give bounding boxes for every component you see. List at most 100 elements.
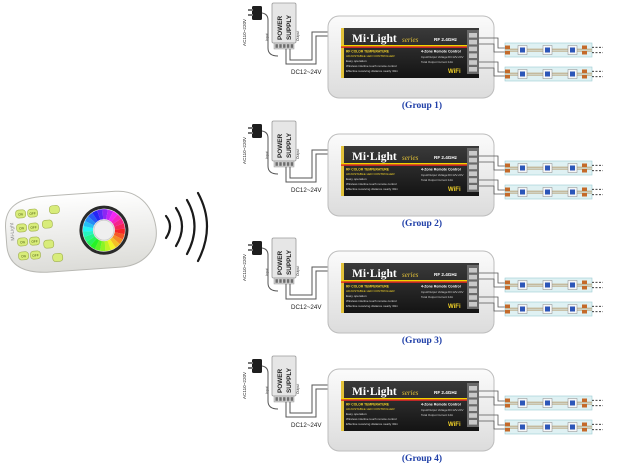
led-strip bbox=[504, 184, 603, 200]
output-wire bbox=[479, 272, 510, 284]
ac-plug-icon bbox=[248, 359, 279, 410]
controller-line-5: Effective receiving distance nearly 30m bbox=[346, 304, 398, 308]
color-wheel-segment[interactable] bbox=[105, 209, 114, 221]
strip-connector bbox=[505, 286, 510, 290]
color-wheel-segment[interactable] bbox=[99, 240, 106, 252]
led-strip bbox=[504, 42, 603, 58]
color-wheel-segment[interactable] bbox=[114, 228, 126, 235]
output-wire bbox=[479, 179, 510, 191]
controller-spec-1: Input/Output Voltage:DC12V-24V bbox=[421, 290, 463, 294]
color-wheel-segment[interactable] bbox=[112, 234, 123, 244]
strip-connector bbox=[582, 69, 587, 73]
strip-connector bbox=[505, 163, 510, 167]
controller-line-3: Easy operation bbox=[346, 294, 367, 298]
rf-arc-3 bbox=[185, 198, 196, 256]
controller-rf-band: RF 2.4GHz bbox=[434, 37, 458, 42]
remote-mode-button[interactable] bbox=[52, 253, 64, 262]
strip-connector bbox=[505, 187, 510, 191]
controller-line-3: Easy operation bbox=[346, 177, 367, 181]
ac-voltage-label: AC110~220V bbox=[242, 136, 247, 164]
controller-brand: Mi·Light bbox=[352, 268, 397, 280]
color-wheel-segment[interactable] bbox=[113, 218, 124, 227]
psu-label-power: POWER bbox=[277, 133, 284, 158]
color-wheel-segment[interactable] bbox=[88, 212, 98, 223]
controller-line-5: Effective receiving distance nearly 30m bbox=[346, 187, 398, 191]
controller-rf-band: RF 2.4GHz bbox=[434, 390, 458, 395]
remote-zone-button[interactable] bbox=[28, 222, 39, 232]
color-wheel-segment[interactable] bbox=[90, 238, 100, 250]
color-wheel-segment[interactable] bbox=[82, 230, 94, 238]
psu-label-supply: SUPPLY bbox=[286, 14, 293, 40]
strip-connector bbox=[505, 280, 510, 284]
controller-label-panel bbox=[341, 263, 479, 313]
remote-zone-button[interactable] bbox=[30, 250, 41, 260]
strip-connector bbox=[582, 428, 587, 432]
remote-zone-button[interactable] bbox=[15, 209, 26, 219]
output-wire bbox=[479, 61, 510, 73]
remote-zone-button[interactable] bbox=[16, 223, 27, 233]
psu-output-label: Output bbox=[296, 384, 300, 394]
controller-zone-label: 4-Zone Remote Control bbox=[421, 168, 461, 172]
strip-connector bbox=[582, 404, 587, 408]
color-wheel-segment[interactable] bbox=[84, 233, 95, 242]
strip-connector bbox=[505, 310, 510, 314]
controller-line-2: ADJUSTABLE LED CONTROLLER bbox=[346, 407, 395, 411]
color-wheel-segment[interactable] bbox=[114, 223, 125, 230]
color-wheel-segment[interactable] bbox=[104, 240, 111, 252]
controller-series: series bbox=[402, 36, 419, 44]
color-wheel-segment[interactable] bbox=[94, 240, 102, 251]
color-wheel-segment[interactable] bbox=[110, 237, 120, 248]
controller-wifi-label: WiFi bbox=[448, 304, 461, 310]
psu-input-label: Input bbox=[265, 268, 269, 276]
psu-input-label: Input bbox=[265, 386, 269, 394]
controller-zone-label: 4-Zone Remote Control bbox=[421, 285, 461, 289]
color-wheel-segment[interactable] bbox=[82, 226, 94, 232]
dc-voltage-label: DC12~24V bbox=[291, 304, 322, 311]
led-strip bbox=[504, 419, 603, 435]
strip-connector bbox=[582, 187, 587, 191]
led-strip bbox=[504, 395, 603, 411]
remote-mode-button[interactable] bbox=[42, 219, 53, 229]
remote-zone-button[interactable] bbox=[29, 236, 40, 246]
controller-line-1: RF COLOR TEMPERATURE bbox=[346, 50, 390, 54]
remote-zone-button[interactable] bbox=[18, 251, 29, 261]
dc-wire bbox=[289, 384, 330, 414]
color-wheel-segment[interactable] bbox=[85, 216, 96, 226]
color-wheel-segment[interactable] bbox=[108, 211, 118, 222]
remote-zone-button[interactable] bbox=[17, 237, 28, 247]
color-wheel-segment[interactable] bbox=[83, 220, 95, 229]
output-wire bbox=[479, 43, 510, 53]
psu-label-power: POWER bbox=[277, 15, 284, 40]
psu-output-label: Output bbox=[296, 149, 300, 159]
remote-zone-button[interactable] bbox=[27, 208, 38, 218]
controller-series: series bbox=[402, 154, 419, 162]
color-wheel-segment[interactable] bbox=[92, 210, 101, 222]
strip-connector bbox=[505, 398, 510, 402]
controller-zone-label: 4-Zone Remote Control bbox=[421, 403, 461, 407]
remote-button-label: ON bbox=[18, 212, 24, 216]
strip-connector bbox=[582, 422, 587, 426]
psu-output-label: Output bbox=[296, 31, 300, 41]
remote-mode-button[interactable] bbox=[43, 239, 55, 249]
color-wheel-segment[interactable] bbox=[86, 236, 97, 247]
color-wheel-segment[interactable] bbox=[97, 209, 104, 220]
group-caption: (Group 2) bbox=[402, 218, 442, 229]
rf-signal-icon bbox=[164, 191, 208, 263]
controller-series: series bbox=[402, 271, 419, 279]
color-wheel-segment[interactable] bbox=[107, 239, 116, 251]
output-wire bbox=[479, 302, 510, 312]
color-wheel-segment[interactable] bbox=[113, 232, 125, 240]
psu-input-label: Input bbox=[265, 151, 269, 159]
color-wheel-segment[interactable] bbox=[102, 209, 108, 220]
controller-line-4: Wireless intuitive touch remote control bbox=[346, 182, 397, 186]
psu-label-power: POWER bbox=[277, 368, 284, 393]
controller-spec-1: Input/Output Voltage:DC12V-24V bbox=[421, 408, 463, 412]
remote-mode-button[interactable] bbox=[49, 205, 60, 215]
rf-arc-2 bbox=[174, 206, 184, 248]
color-wheel-segment[interactable] bbox=[111, 214, 122, 225]
